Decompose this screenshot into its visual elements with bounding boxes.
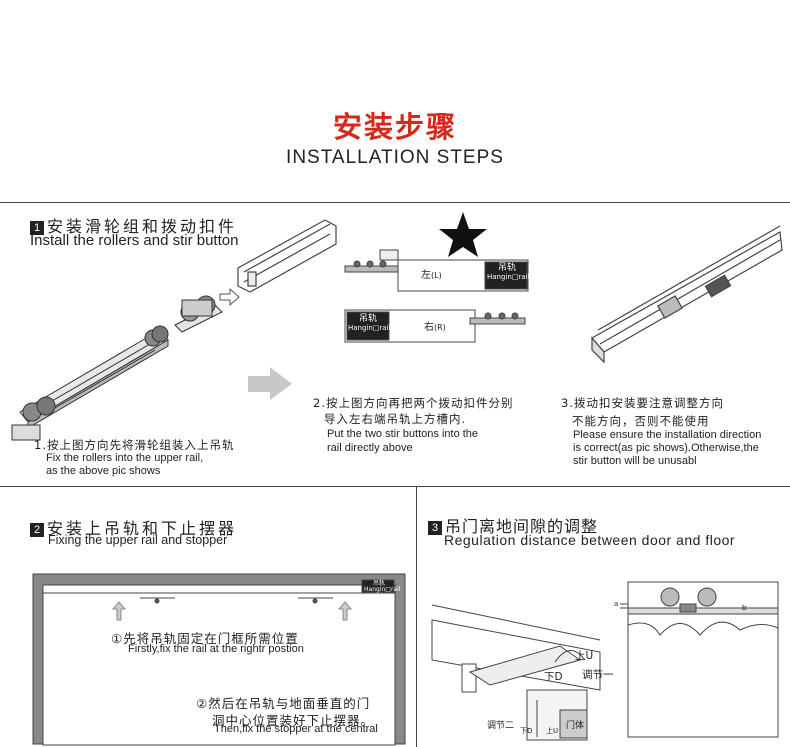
door-frame-drawing: [32, 573, 406, 746]
step1-caption2-en-2: rail directly above: [327, 442, 413, 454]
step3-label-up-small: 上U: [546, 727, 559, 735]
step1-number: 1: [30, 221, 44, 235]
step3-label-b: b: [742, 604, 747, 612]
step2-note2-cn-2: 洞中心位置装好下止摆器。: [212, 713, 375, 728]
flow-arrow-icon: [248, 367, 292, 400]
left-rail-badge: 吊轨 Hangin□rail: [487, 263, 530, 282]
upper-rail-drawing: [237, 219, 337, 293]
roller-assembly-drawing: [11, 325, 169, 441]
page-title-en: INSTALLATION STEPS: [286, 147, 504, 168]
frame-top-border: [0, 202, 790, 743]
step1-caption2-en-1: Put the two stir buttons into the: [327, 428, 479, 440]
right-rail-drawing: [344, 309, 526, 343]
frame-divider-vertical: [416, 487, 417, 747]
step1-caption2-cn-1: 2.按上图方向再把两个拨动扣件分别: [313, 396, 514, 410]
left-rail-badge-cn: 吊轨: [497, 263, 516, 273]
step2-rail-badge-cn: 吊轨: [372, 580, 385, 587]
left-rail-tag: (L): [431, 271, 442, 280]
step2-rail-badge: 吊轨 Hangin□rail: [364, 580, 401, 593]
step1-caption3-en-1: Please ensure the installation direction: [573, 429, 762, 441]
step3-number: 3: [428, 521, 442, 535]
step1-caption1-en-1: Fix the rollers into the upper rail,: [46, 452, 204, 464]
left-rail-badge-en: Hangin□rail: [487, 273, 530, 281]
hanging-door-side-drawing: [620, 581, 779, 738]
step3-label-adjust2: 调节二: [487, 721, 515, 731]
left-rail-char: 左: [421, 270, 431, 281]
step1-caption3-en-2: is correct(as pic shows).Otherwise,the: [573, 442, 759, 454]
step1-caption3-cn-1: 3.拨动扣安装要注意调整方向: [561, 396, 724, 410]
step3-label-down-small: 下D: [520, 727, 533, 735]
left-rail-drawing: [344, 249, 529, 292]
step2-rail-badge-en: Hangin□rail: [364, 586, 401, 593]
step1-caption2-cn-2: 导入左右端吊轨上方槽内.: [324, 412, 467, 426]
stir-button-drawing: [174, 295, 223, 333]
right-rail-tag: (R): [434, 323, 446, 332]
step2-number: 2: [30, 523, 44, 537]
rail-perspective-drawing: [591, 225, 783, 364]
right-rail-badge-cn: 吊轨: [358, 314, 377, 324]
door-panel-perspective-drawing: [431, 604, 601, 741]
step3-title-en: Regulation distance between door and flo…: [444, 532, 736, 548]
step1-caption3-cn-2: 不能方向，否则不能使用: [572, 414, 710, 428]
step3-label-adjust1: 调节一: [582, 669, 614, 681]
step2-title-en: Fixing the upper rail and stopper: [48, 533, 228, 547]
right-rail-badge: 吊轨 Hangin□rail: [348, 314, 391, 333]
page-title-cn: 安装步骤: [332, 110, 457, 144]
right-rail-badge-en: Hangin□rail: [348, 324, 391, 332]
step1-caption1-en-2: as the above pic shows: [46, 465, 161, 477]
step2-note1-en: Firstly,fix the rail at the rightr posti…: [128, 643, 304, 655]
step1-caption3-en-3: stir button will be unusabl: [573, 455, 697, 467]
step2-note1-cn: ①先将吊轨固定在门框所需位置: [111, 631, 299, 646]
insert-arrow-icon: [219, 287, 240, 307]
step2-title-cn: 安装上吊轨和下止摆器: [47, 519, 238, 538]
step3-label-a: a: [614, 600, 619, 608]
up-arrow-left-icon: [111, 601, 127, 621]
up-arrow-right-icon: [337, 601, 353, 621]
left-rail-label: 左(L): [421, 266, 442, 281]
frame-divider-horizontal: [0, 486, 790, 487]
step1-title-cn: 安装滑轮组和拨动扣件: [47, 217, 238, 236]
right-rail-char: 右: [424, 322, 434, 333]
star-icon: [439, 212, 487, 257]
step3-label-down: 下D: [544, 671, 563, 683]
step3-label-up: 上U: [575, 650, 594, 662]
step1-caption1-cn: 1.按上图方向先将滑轮组装入上吊轨: [34, 438, 235, 452]
step3-title-cn: 吊门离地间隙的调整: [445, 517, 599, 536]
step2-note2-en: Then,fix the stopper at the central: [214, 723, 378, 735]
step1-title-en: Install the rollers and stir button: [30, 232, 239, 249]
step2-note2-cn-1: ②然后在吊轨与地面垂直的门: [196, 696, 371, 711]
right-rail-label: 右(R): [424, 318, 446, 333]
step3-label-door: 门体: [566, 721, 585, 731]
